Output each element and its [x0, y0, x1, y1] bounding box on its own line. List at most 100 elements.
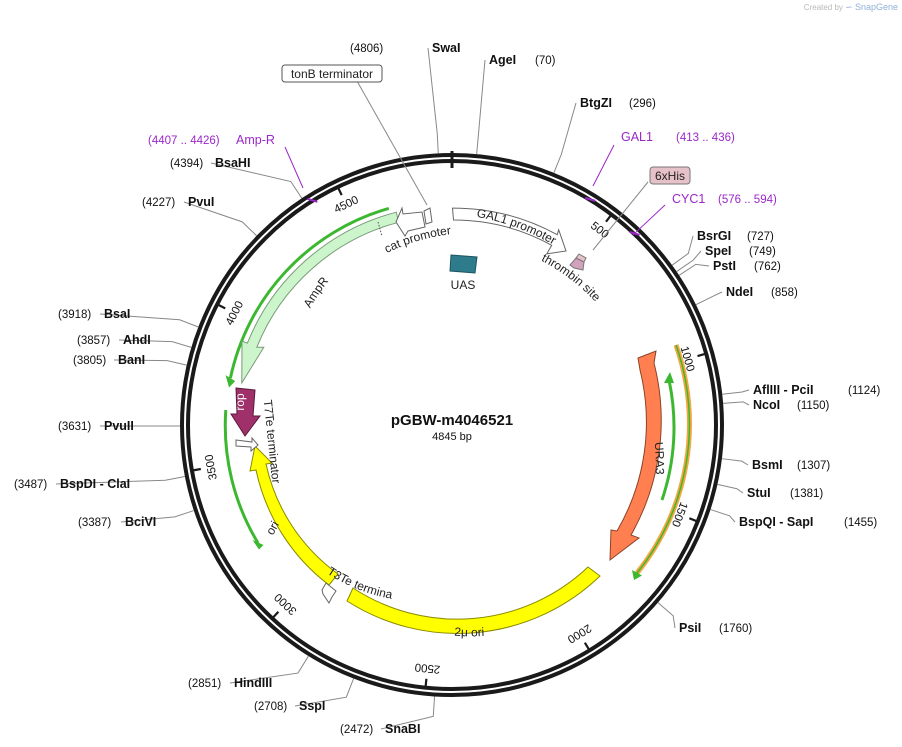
ampr-label: AmpR	[301, 274, 332, 310]
site-leader-line	[723, 401, 750, 406]
site-name: NcoI	[753, 398, 780, 412]
site-position: (2472)	[340, 724, 373, 736]
tick-label: 500	[588, 220, 611, 241]
ura3-green-orf-arc	[636, 344, 691, 574]
primer-range: (413 .. 436)	[676, 132, 735, 144]
site-leader-line	[678, 263, 710, 276]
site-name: BsrGI	[697, 229, 731, 243]
site-leader-line	[695, 291, 723, 306]
site-name: SnaBI	[385, 722, 420, 736]
site-position: (1455)	[844, 517, 877, 529]
tick-mark	[336, 185, 343, 196]
site-name: AflIII - PciI	[753, 383, 813, 397]
gal1-promoter-feature	[451, 207, 567, 255]
site-name: AgeI	[489, 53, 516, 67]
tonb-terminator-feature	[423, 207, 433, 225]
site-position: (749)	[749, 246, 776, 258]
site-leader-line	[657, 602, 676, 629]
plasmid-name: pGBW-m4046521	[391, 412, 513, 429]
site-name: NdeI	[726, 285, 753, 299]
site-position: (3918)	[58, 309, 91, 321]
ampr-orf-arc	[228, 206, 390, 379]
primer-range: (576 .. 594)	[718, 194, 777, 206]
ura3-inner-arrowhead	[664, 372, 674, 383]
primer-name: GAL1	[621, 130, 653, 144]
site-position: (727)	[747, 231, 774, 243]
tick-label: 4500	[332, 194, 360, 216]
site-position: (4394)	[170, 158, 203, 170]
site-name: AhdI	[123, 333, 151, 347]
site-position: (1381)	[790, 488, 823, 500]
site-position: (1760)	[719, 623, 752, 635]
primer-leader-line	[284, 146, 304, 189]
site-position: (762)	[754, 261, 781, 273]
site-leader-line	[476, 59, 486, 155]
uas-feature	[449, 254, 478, 274]
two-micron-ori-label: 2μ ori	[454, 625, 485, 640]
rop-orf-arrowhead	[252, 540, 264, 550]
site-leader-line	[553, 102, 577, 173]
rop-orf-arc	[223, 409, 260, 544]
primer-site-mark	[307, 197, 318, 203]
primer-leader-line	[632, 204, 666, 236]
site-name: BsaI	[104, 307, 130, 321]
thrombin-site-label: thrombin site	[540, 251, 604, 305]
site-position: (4227)	[142, 197, 175, 209]
tick-mark	[605, 213, 613, 223]
site-leader-line	[717, 483, 744, 494]
site-leader-lines	[55, 47, 750, 730]
site-position: (3805)	[73, 355, 106, 367]
site-leader-line	[722, 389, 750, 395]
site-leader-line	[676, 250, 702, 272]
site-name: SpeI	[705, 244, 731, 258]
site-leader-line	[671, 235, 694, 266]
site-leader-line	[380, 696, 436, 730]
site-name: PsiI	[679, 621, 701, 635]
primer-leader-line	[592, 144, 615, 187]
site-leader-line	[210, 162, 303, 199]
two-micron-ori-feature	[346, 566, 601, 634]
site-position: (3857)	[77, 335, 110, 347]
rop-label: rop	[233, 393, 247, 411]
t3te-terminator-feature	[321, 582, 337, 604]
primer-labels: Amp-R(4407 .. 4426)GAL1(413 .. 436)CYC1(…	[148, 130, 777, 236]
site-name: SspI	[299, 699, 325, 713]
site-name: HindIII	[234, 676, 272, 690]
tick-mark	[583, 642, 591, 652]
tick-label: 3500	[204, 453, 220, 480]
ori-label: ori	[263, 519, 282, 538]
credit-prefix: Created by	[803, 3, 843, 12]
ampr-feature	[241, 211, 400, 385]
tick-label: 4000	[224, 299, 246, 327]
site-position: (296)	[629, 98, 656, 110]
tick-mark	[215, 302, 226, 310]
site-position: (1124)	[848, 385, 881, 397]
his-tag-text: 6xHis	[655, 169, 685, 183]
site-position: (3631)	[58, 421, 91, 433]
site-position: (1150)	[797, 400, 830, 412]
plasmid-length: 4845 bp	[432, 431, 472, 443]
site-name: BciVI	[125, 515, 156, 529]
primer-range: (4407 .. 4426)	[148, 135, 220, 147]
site-leader-line	[99, 313, 199, 328]
site-name: BanI	[118, 353, 145, 367]
ampr-dotted-divider	[377, 221, 383, 237]
tick-mark	[424, 678, 428, 689]
site-leader-line	[721, 458, 749, 466]
site-name: BsmI	[752, 458, 783, 472]
t7te-terminator-feature	[235, 436, 259, 453]
site-position: (4806)	[350, 43, 383, 55]
tick-mark	[190, 467, 202, 472]
uas-label: UAS	[451, 278, 476, 292]
site-position: (3487)	[14, 479, 47, 491]
cat-promoter-feature	[395, 206, 426, 237]
site-leader-line	[118, 339, 192, 348]
site-leader-line	[427, 47, 439, 154]
site-leader-line	[183, 201, 257, 237]
site-name: StuI	[747, 486, 771, 500]
primer-site-mark	[584, 196, 596, 202]
his-tag-label: 6xHis	[592, 166, 691, 251]
site-leader-line	[229, 655, 309, 684]
site-name: BspDI - ClaI	[60, 477, 130, 491]
